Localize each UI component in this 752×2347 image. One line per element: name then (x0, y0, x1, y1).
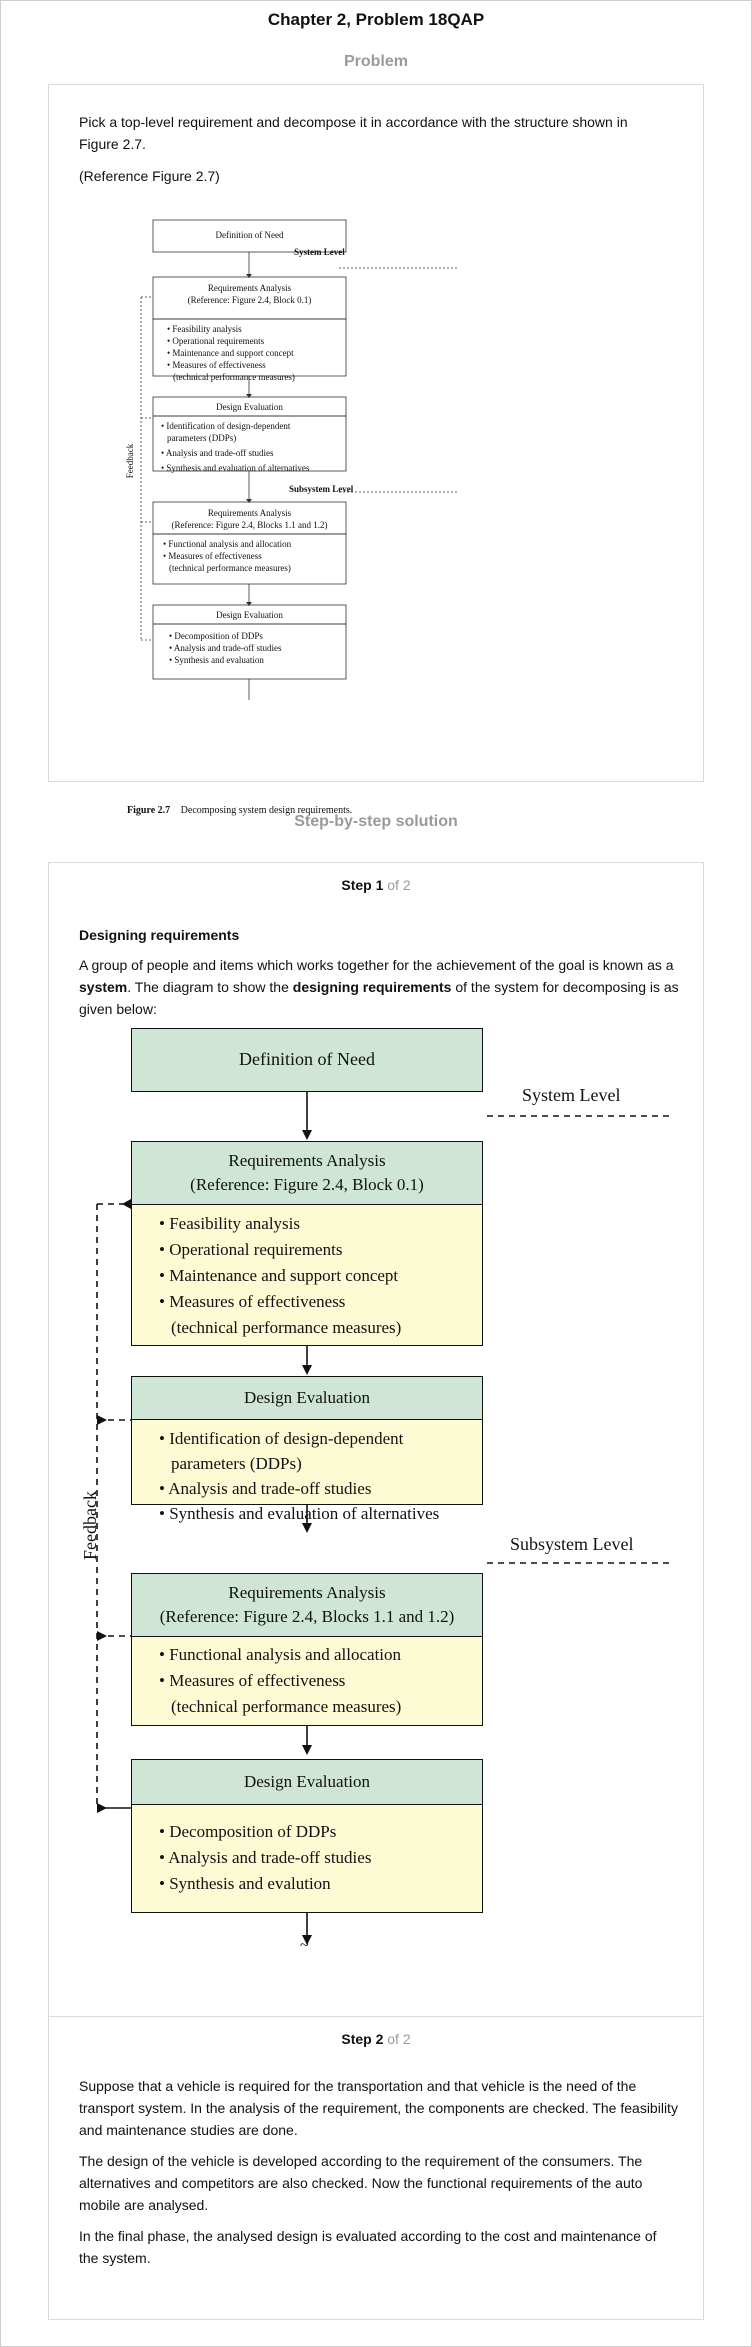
step1-header: Step 1 of 2 (49, 877, 703, 893)
step2-paragraph-2: The design of the vehicle is developed a… (79, 2153, 643, 2213)
fig-de1-title: Design Evaluation (216, 402, 283, 412)
step2-paragraph-3: In the final phase, the analysed design … (79, 2228, 657, 2266)
fig-de1-item: parameters (DDPs) (167, 433, 237, 443)
step1-of: of 2 (387, 877, 411, 893)
fig-de2-item: • Decomposition of DDPs (169, 631, 263, 641)
step1-paragraph: A group of people and items which works … (79, 957, 679, 1017)
fig-ra1-item: • Measures of effectiveness (167, 360, 266, 370)
problem-reference: (Reference Figure 2.7) (79, 168, 220, 184)
fig-ra2-title: Requirements Analysis (207, 508, 292, 518)
fig-ra2-ref: (Reference: Figure 2.4, Blocks 1.1 and 1… (171, 520, 328, 530)
step2-header: Step 2 of 2 (49, 2031, 703, 2047)
fig-de2-items: • Decomposition of DDPs • Analysis and t… (169, 630, 345, 666)
fig-ra1-item: • Operational requirements (167, 336, 265, 346)
fig-ra2-item: • Functional analysis and allocation (163, 539, 292, 549)
figure-2-7-lines (140, 219, 459, 700)
problem-card: Pick a top-level requirement and decompo… (48, 84, 704, 816)
solution-section-label: Step-by-step solution (294, 813, 458, 830)
fig-need: Definition of Need (215, 230, 284, 240)
fig-ra2-item: • Measures of effectiveness (163, 551, 262, 561)
figure-caption-text: Decomposing system design requirements. (180, 805, 353, 816)
fig-de1-item: • Analysis and trade-off studies (161, 448, 274, 458)
fig-subsystem-level: Subsystem Level (289, 484, 354, 494)
step2-of: of 2 (387, 2031, 411, 2047)
fig-de1-items: • Identification of design-dependent par… (161, 420, 346, 474)
problem-text: Pick a top-level requirement and decompo… (79, 114, 628, 152)
fig-ra1-title: Requirements Analysis (207, 283, 292, 293)
fig-feedback: Feedback (125, 443, 136, 479)
fig-ra2-item: (technical performance measures) (169, 563, 291, 573)
fig-ra1-item: • Maintenance and support concept (167, 348, 294, 358)
step1-heading: Designing requirements (79, 927, 240, 943)
step1-card: Step 1 of 2 Designing requirements A gro… (48, 862, 704, 2019)
step2-label: Step 2 (341, 2031, 384, 2047)
fig-ra1-ref: (Reference: Figure 2.4, Block 0.1) (187, 295, 312, 305)
fig-ra1-item: • Feasibility analysis (167, 324, 242, 334)
fig-de1-item: • Identification of design-dependent (161, 421, 291, 431)
step2-paragraph-1: Suppose that a vehicle is required for t… (79, 2078, 678, 2138)
fig-de1-item: • Synthesis and evaluation of alternativ… (161, 463, 310, 473)
page-title: Chapter 2, Problem 18QAP (267, 10, 485, 29)
step1-label: Step 1 (341, 877, 384, 893)
fig-de2-item: • Analysis and trade-off studies (169, 643, 282, 653)
fig-de2-title: Design Evaluation (216, 610, 283, 620)
figure-2-7: Definition of Need System Level Requirem… (89, 200, 489, 816)
step2-card: Step 2 of 2 Suppose that a vehicle is re… (48, 2016, 704, 2320)
fig-ra1-item: (technical performance measures) (173, 372, 295, 382)
fig-ra2-items: • Functional analysis and allocation • M… (163, 538, 345, 574)
fig-system-level: System Level (294, 247, 345, 257)
figure-caption-number: Figure 2.7 (127, 805, 171, 816)
problem-section-label: Problem (343, 53, 408, 70)
fig-de2-item: • Synthesis and evaluation (169, 655, 264, 665)
fig-ra1-items: • Feasibility analysis • Operational req… (167, 323, 345, 383)
figure-caption: Figure 2.7 Decomposing system design req… (127, 805, 352, 816)
